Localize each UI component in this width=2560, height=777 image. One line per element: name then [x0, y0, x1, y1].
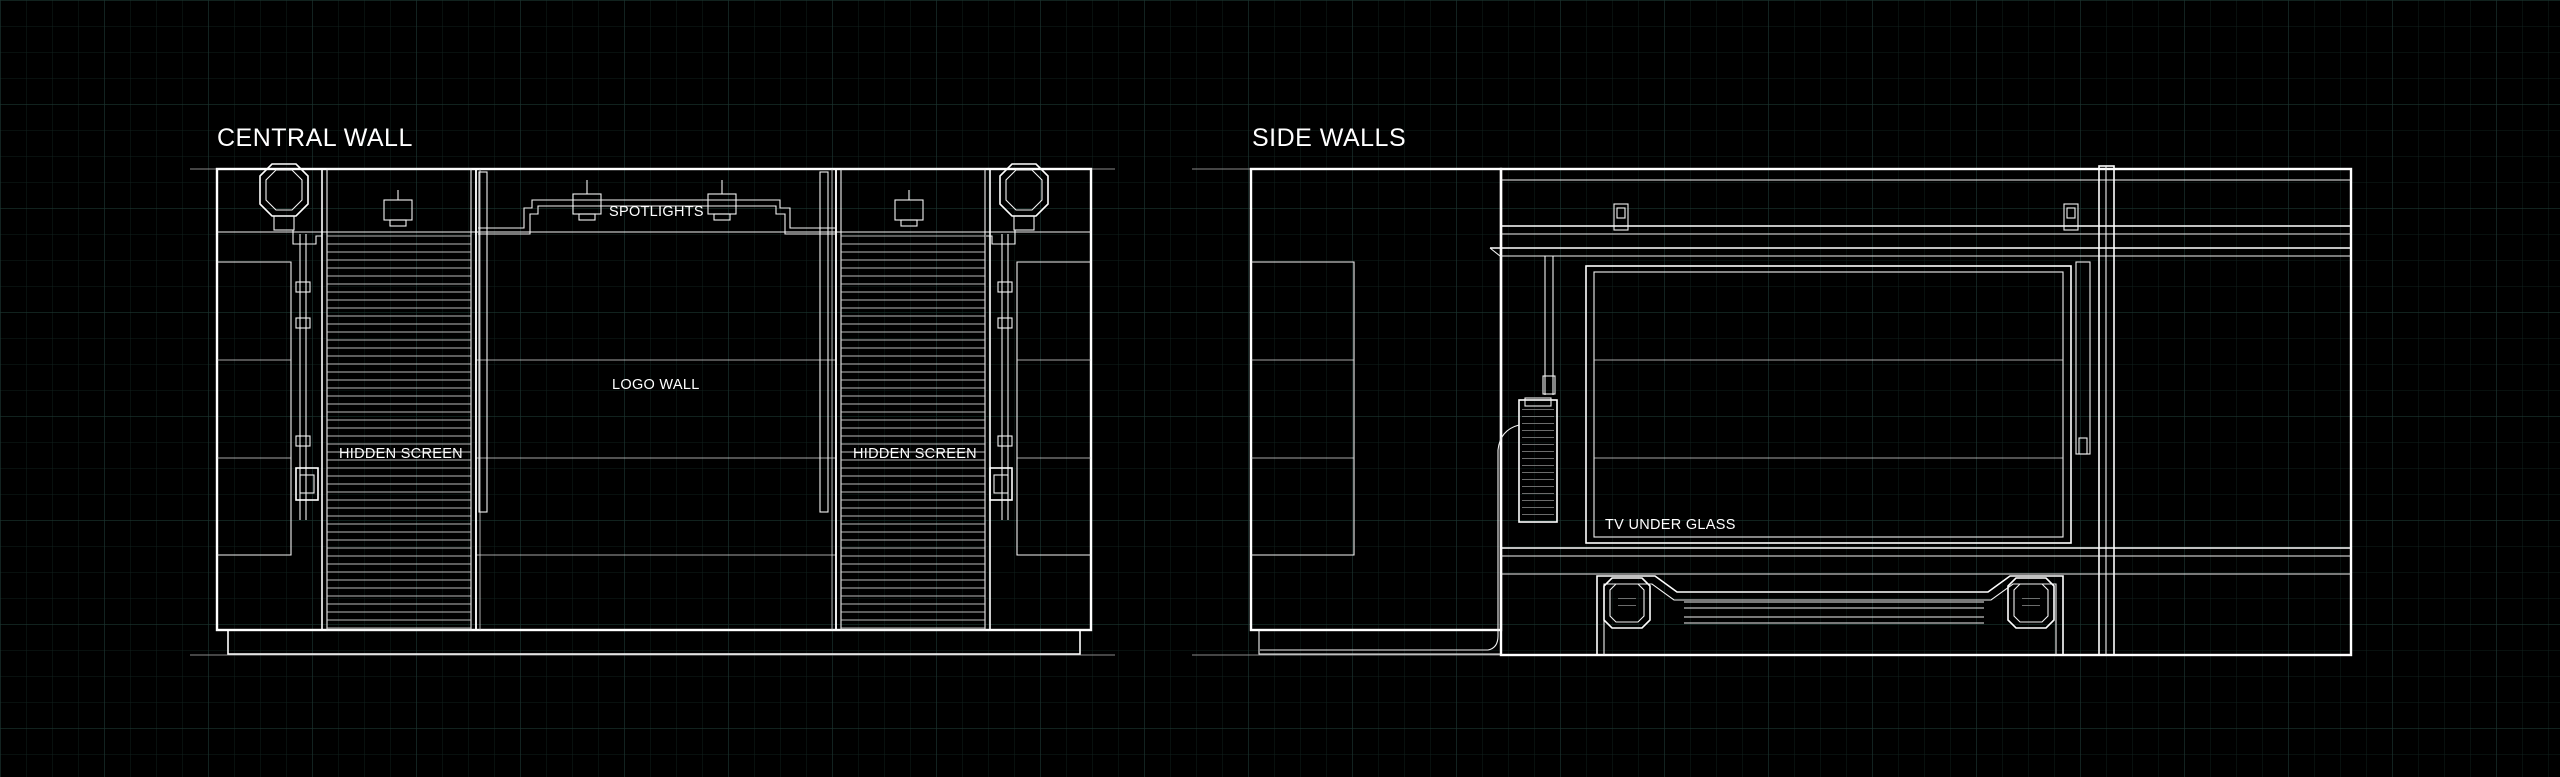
- spotlight-icon: [383, 190, 413, 227]
- spotlight-icon: [707, 180, 737, 221]
- central-wall-heading: CENTRAL WALL: [217, 124, 413, 152]
- central-wall-drawing: SPOTLIGHTS LOGO WALL HIDDEN SCREEN HIDDE…: [190, 163, 1115, 656]
- device-icon: [1518, 397, 1558, 523]
- light-fixture-icon: [2063, 203, 2079, 231]
- spotlight-icon: [894, 190, 924, 227]
- side-walls-heading: SIDE WALLS: [1252, 124, 1406, 152]
- hidden-screen-right-label: HIDDEN SCREEN: [853, 446, 977, 462]
- tv-under-glass: [1585, 265, 2072, 544]
- tv-under-glass-label: TV UNDER GLASS: [1605, 517, 1736, 533]
- hidden-screen-left: [321, 168, 477, 631]
- speaker-icon: [259, 163, 309, 231]
- spotlight-icon: [572, 180, 602, 221]
- logo-wall-label: LOGO WALL: [612, 377, 700, 393]
- speaker-icon: [2007, 577, 2055, 629]
- hidden-screen-left-label: HIDDEN SCREEN: [339, 446, 463, 462]
- speaker-icon: [1603, 577, 1651, 629]
- hidden-screen-right: [835, 168, 991, 631]
- side-walls-drawing: TV UNDER GLASS: [1192, 165, 2353, 657]
- speaker-icon: [999, 163, 1049, 231]
- spotlights-label: SPOTLIGHTS: [609, 204, 704, 220]
- light-fixture-icon: [1613, 203, 1629, 231]
